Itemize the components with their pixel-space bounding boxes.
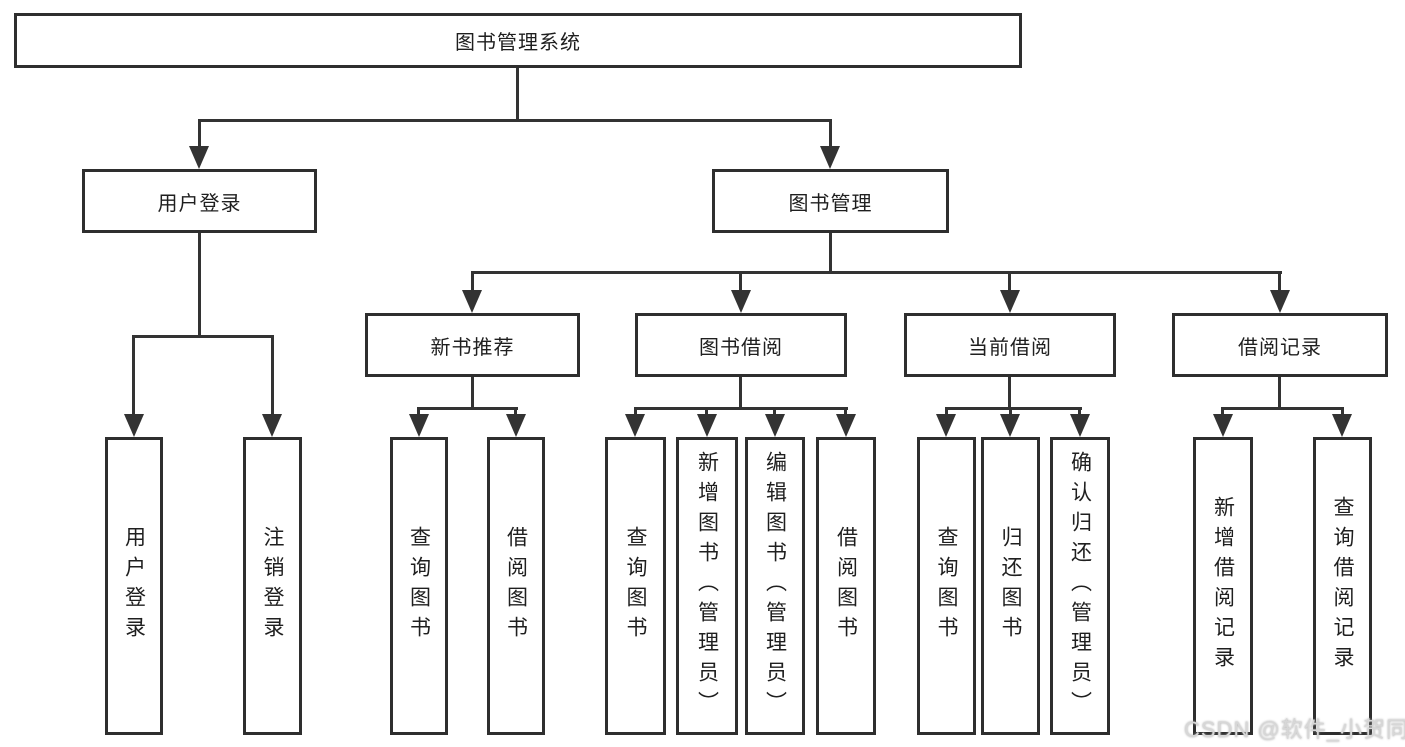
arrowhead-down-icon: [262, 414, 282, 437]
leaf-add-borrow-record: 新增借阅记录: [1193, 437, 1253, 735]
node-new-book-recommend-label: 新书推荐: [430, 336, 515, 359]
arrowhead-down-icon: [409, 414, 429, 437]
connector-line: [471, 377, 474, 409]
connector-line: [417, 407, 420, 417]
connector-line: [829, 233, 832, 274]
arrowhead-down-icon: [462, 290, 482, 313]
connector-line: [1341, 407, 1344, 417]
arrowhead-down-icon: [1070, 414, 1090, 437]
node-root: 图书管理系统: [14, 13, 1022, 68]
leaf-return-books: 归还图书: [981, 437, 1040, 735]
connector-line: [516, 68, 519, 122]
connector-line: [471, 271, 474, 294]
connector-line: [739, 377, 742, 409]
arrowhead-down-icon: [124, 414, 144, 437]
arrowhead-down-icon: [625, 414, 645, 437]
connector-line: [198, 233, 201, 337]
connector-line: [739, 271, 742, 294]
leaf-confirm-return-admin-label: 确认归还（管理员）: [1068, 451, 1092, 721]
watermark: CSDN @软件_小贺同学: [1184, 717, 1405, 742]
leaf-borrow-books-borrowing: 借阅图书: [816, 437, 876, 735]
leaf-edit-books-admin: 编辑图书（管理员）: [745, 437, 805, 735]
leaf-borrow-books-borrowing-label: 借阅图书: [834, 526, 858, 646]
leaf-edit-books-admin-label: 编辑图书（管理员）: [763, 451, 787, 721]
connector-line: [844, 407, 847, 417]
connector-line: [1221, 407, 1224, 417]
connector-line: [417, 407, 518, 410]
arrowhead-down-icon: [1270, 290, 1290, 313]
node-root-label: 图书管理系统: [455, 32, 581, 54]
leaf-add-books-admin: 新增图书（管理员）: [676, 437, 738, 735]
node-borrowing-records-label: 借阅记录: [1238, 336, 1322, 359]
leaf-user-login: 用户登录: [105, 437, 163, 735]
leaf-query-borrow-record: 查询借阅记录: [1313, 437, 1372, 735]
connector-line: [1078, 407, 1081, 417]
connector-line: [634, 407, 848, 410]
arrowhead-down-icon: [1213, 414, 1233, 437]
arrowhead-down-icon: [1332, 414, 1352, 437]
arrowhead-down-icon: [189, 146, 209, 169]
node-book-management: 图书管理: [712, 169, 949, 233]
arrowhead-down-icon: [936, 414, 956, 437]
connector-line: [471, 271, 1282, 274]
arrowhead-down-icon: [1000, 290, 1020, 313]
connector-line: [198, 119, 201, 150]
connector-line: [132, 335, 135, 416]
connector-line: [705, 407, 708, 417]
leaf-add-books-admin-label: 新增图书（管理员）: [695, 451, 719, 721]
connector-line: [829, 119, 832, 150]
connector-line: [1221, 407, 1344, 410]
node-user-login-label: 用户登录: [157, 192, 242, 215]
connector-line: [773, 407, 776, 417]
connector-line: [634, 407, 637, 417]
arrowhead-down-icon: [506, 414, 526, 437]
node-book-management-label: 图书管理: [788, 192, 873, 215]
leaf-query-books-current-label: 查询图书: [935, 526, 958, 646]
connector-line: [945, 407, 948, 417]
leaf-query-books-borrowing-label: 查询图书: [624, 526, 647, 646]
node-user-login: 用户登录: [82, 169, 317, 233]
leaf-add-borrow-record-label: 新增借阅记录: [1211, 496, 1235, 676]
leaf-logout-login-label: 注销登录: [261, 526, 284, 646]
leaf-query-borrow-record-label: 查询借阅记录: [1331, 496, 1354, 676]
connector-line: [198, 119, 832, 122]
connector-line: [1008, 271, 1011, 294]
leaf-logout-login: 注销登录: [243, 437, 302, 735]
connector-line: [945, 407, 1082, 410]
leaf-query-books-recommend-label: 查询图书: [407, 526, 431, 646]
connector-line: [1278, 377, 1281, 409]
arrowhead-down-icon: [765, 414, 785, 437]
connector-line: [271, 335, 274, 416]
leaf-user-login-label: 用户登录: [122, 526, 146, 646]
leaf-return-books-label: 归还图书: [999, 526, 1022, 646]
connector-line: [1008, 377, 1011, 409]
node-current-borrowing-label: 当前借阅: [968, 336, 1052, 359]
arrowhead-down-icon: [820, 146, 840, 169]
arrowhead-down-icon: [697, 414, 717, 437]
connector-line: [514, 407, 517, 417]
leaf-query-books-current: 查询图书: [917, 437, 976, 735]
arrowhead-down-icon: [1000, 414, 1020, 437]
node-borrowing-records: 借阅记录: [1172, 313, 1388, 377]
node-book-borrowing: 图书借阅: [635, 313, 847, 377]
node-book-borrowing-label: 图书借阅: [699, 336, 783, 359]
arrowhead-down-icon: [836, 414, 856, 437]
connector-line: [1009, 407, 1012, 417]
node-current-borrowing: 当前借阅: [904, 313, 1116, 377]
connector-line: [1278, 271, 1281, 294]
leaf-borrow-books-recommend-label: 借阅图书: [504, 526, 528, 646]
leaf-query-books-borrowing: 查询图书: [605, 437, 666, 735]
connector-line: [132, 335, 274, 338]
node-new-book-recommend: 新书推荐: [365, 313, 580, 377]
arrowhead-down-icon: [731, 290, 751, 313]
leaf-borrow-books-recommend: 借阅图书: [487, 437, 545, 735]
leaf-confirm-return-admin: 确认归还（管理员）: [1050, 437, 1110, 735]
leaf-query-books-recommend: 查询图书: [390, 437, 448, 735]
